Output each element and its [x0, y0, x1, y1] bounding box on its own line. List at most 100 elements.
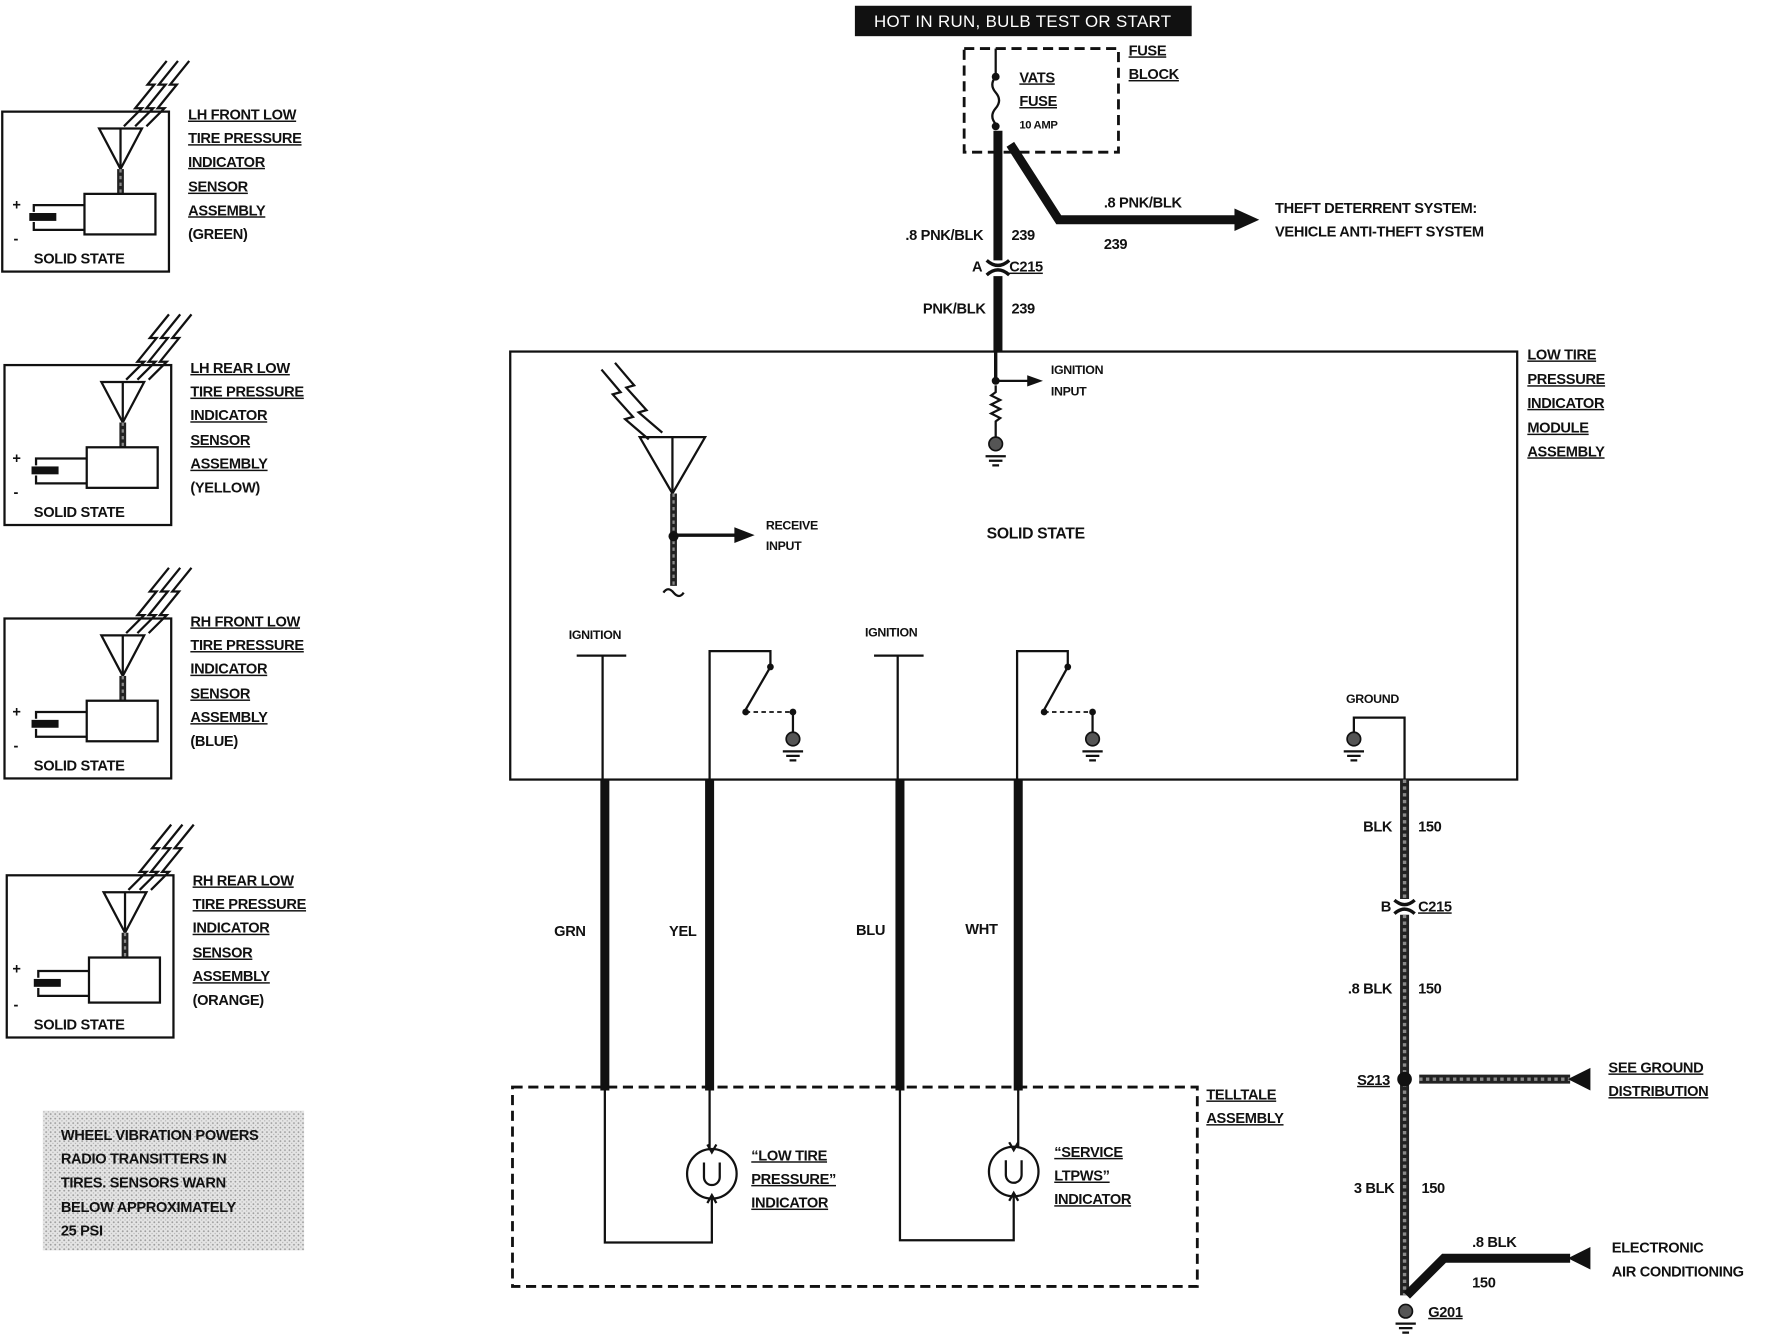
- low-tire-indicator-circuit: [603, 1090, 713, 1244]
- note-line5: 25 PSI: [61, 1224, 103, 1240]
- radio-signal-icon: [127, 823, 195, 892]
- low-tire-indicator-line2: PRESSURE”: [751, 1172, 836, 1188]
- fuse-block-label-line1: FUSE: [1129, 43, 1167, 59]
- sensor-body-label: SOLID STATE: [34, 505, 125, 521]
- sensor-color-code: (YELLOW): [190, 480, 260, 496]
- battery-leads: [32, 204, 85, 232]
- sensor-label-line1: LH REAR LOW: [190, 361, 290, 377]
- transmitter-block: [87, 956, 162, 1004]
- sensor-label-line5: ASSEMBLY: [193, 969, 271, 985]
- low-tire-indicator-line3: INDICATOR: [751, 1196, 829, 1212]
- theft-branch-wire: [1006, 141, 1237, 225]
- ground-icon: [1342, 731, 1366, 762]
- module-body-label: SOLID STATE: [987, 526, 1085, 543]
- note-line1: WHEEL VIBRATION POWERS: [61, 1128, 259, 1144]
- sensor-label-line1: LH FRONT LOW: [188, 108, 297, 124]
- module-label-line4: MODULE: [1527, 421, 1589, 437]
- ignition-input-label-line2: INPUT: [1051, 384, 1087, 398]
- receive-input-label-line1: RECEIVE: [766, 519, 818, 533]
- radio-signal-icon: [600, 361, 664, 441]
- module-label-line5: ASSEMBLY: [1527, 444, 1605, 460]
- sensor-label-line2: TIRE PRESSURE: [188, 131, 302, 147]
- negative-terminal: -: [14, 485, 19, 501]
- transmitter-block: [83, 192, 157, 236]
- sensor-label-line2: TIRE PRESSURE: [190, 385, 304, 401]
- battery-leads: [37, 969, 89, 997]
- ground-icon: [1394, 1303, 1417, 1334]
- ground-wire-upper-color: BLK: [1363, 819, 1393, 835]
- negative-terminal: -: [14, 997, 19, 1013]
- sensor-outline: [3, 617, 173, 780]
- fuse-block-outline: [962, 47, 1120, 154]
- connector-b-cavity: B: [1381, 899, 1391, 915]
- receive-input-arrow-icon: [734, 527, 755, 544]
- fuse-name-line1: VATS: [1019, 70, 1055, 86]
- ground-wire-lower-circuit: 150: [1421, 1181, 1445, 1197]
- theft-branch-gauge-color: .8 PNK/BLK: [1104, 195, 1183, 211]
- theft-branch-circuit: 239: [1104, 237, 1128, 253]
- radio-signal-icon: [125, 566, 193, 635]
- battery-icon: [31, 466, 59, 475]
- switch-2-contact-ground: [1089, 708, 1096, 716]
- wire-wht-label: WHT: [965, 922, 998, 938]
- fuse-name-line2: FUSE: [1019, 94, 1057, 110]
- service-ltpws-indicator-line1: “SERVICE: [1054, 1145, 1123, 1161]
- theft-destination-line2: VEHICLE ANTI-THEFT SYSTEM: [1275, 225, 1484, 241]
- connector-c215-b-icon: [1393, 898, 1416, 915]
- switch-2-lead: [1015, 650, 1069, 780]
- splice-s213-label: S213: [1357, 1073, 1390, 1089]
- module-ground-label: GROUND: [1346, 692, 1399, 706]
- fuse-icon: [991, 75, 1001, 125]
- module-ground-lead: [1352, 716, 1406, 780]
- ground-icon: [1081, 731, 1104, 762]
- service-ltpws-indicator-line2: LTPWS”: [1054, 1169, 1109, 1185]
- sensor-label-line1: RH REAR LOW: [193, 873, 295, 889]
- ground-icon: [781, 731, 805, 762]
- theft-branch-arrow-icon: [1234, 208, 1260, 232]
- connector-c215-a-icon: [985, 259, 1011, 277]
- sensor-label-line4: SENSOR: [190, 686, 251, 702]
- antenna-tail-icon: [662, 588, 685, 598]
- sensor-color-code: (GREEN): [188, 227, 248, 243]
- battery-icon: [31, 719, 59, 728]
- ignition-input-arrow-icon: [1027, 375, 1043, 387]
- battery-icon: [33, 978, 61, 987]
- note-line3: TIRES. SENSORS WARN: [61, 1175, 226, 1191]
- module-label-line3: INDICATOR: [1527, 396, 1605, 412]
- receive-input-label-line2: INPUT: [766, 539, 802, 553]
- power-source-banner: [854, 5, 1192, 37]
- ground-wire-lower-gauge-color: 3 BLK: [1354, 1181, 1395, 1197]
- ground-distribution-ref-line2: DISTRIBUTION: [1608, 1084, 1708, 1100]
- ground-distribution-ref-line1: SEE GROUND: [1608, 1060, 1703, 1076]
- sensor-body-label: SOLID STATE: [34, 252, 125, 268]
- note-line2: RADIO TRANSITTERS IN: [61, 1152, 227, 1168]
- ac-branch-arrow-icon: [1567, 1247, 1591, 1270]
- sensor-body-label: SOLID STATE: [34, 1018, 125, 1034]
- ground-wire-middle-gauge-color: .8 BLK: [1348, 982, 1393, 998]
- negative-terminal: -: [14, 231, 19, 247]
- battery-leads: [34, 710, 87, 738]
- sensor-label-line1: RH FRONT LOW: [190, 614, 300, 630]
- switch-1-contact-ground: [789, 708, 797, 716]
- sensor-label-line5: ASSEMBLY: [188, 203, 266, 219]
- telltale-label-line2: ASSEMBLY: [1206, 1111, 1284, 1127]
- switch-2-arm: [1043, 666, 1069, 711]
- sensor-outline: [3, 363, 173, 527]
- theft-destination-line1: THEFT DETERRENT SYSTEM:: [1275, 201, 1477, 217]
- sensor-label-line5: ASSEMBLY: [190, 457, 268, 473]
- positive-terminal: +: [12, 961, 20, 977]
- ignition-input-label-line1: IGNITION: [1051, 363, 1104, 377]
- sensor-label-line5: ASSEMBLY: [190, 710, 268, 726]
- connector-a-cavity: A: [972, 260, 983, 276]
- sensor-label-line4: SENSOR: [193, 946, 254, 962]
- battery-leads: [34, 457, 87, 485]
- sensor-rh-front: + - SOLID STATE RH FRONT LOW TIRE PRESSU…: [3, 566, 305, 780]
- resistor-icon: [988, 385, 1003, 438]
- ground-distribution-arrow-icon: [1567, 1067, 1591, 1091]
- power-source-label: HOT IN RUN, BULB TEST OR START: [874, 12, 1171, 31]
- ac-branch-wire: [1403, 1253, 1571, 1299]
- radio-signal-icon: [125, 313, 193, 381]
- ac-branch-circuit: 150: [1472, 1276, 1496, 1292]
- feed-wire-gauge-color: .8 PNK/BLK: [905, 228, 984, 244]
- sensor-label-line2: TIRE PRESSURE: [193, 897, 307, 913]
